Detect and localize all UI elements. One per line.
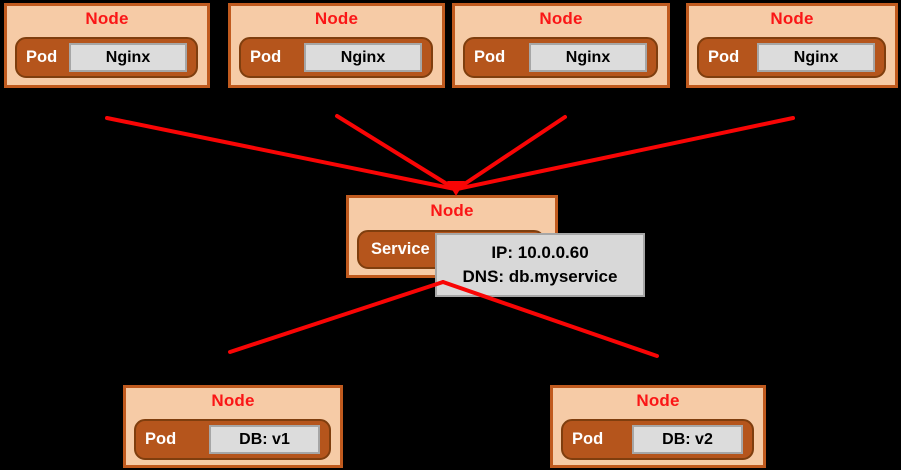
edge-nginx2-to-service [335, 114, 457, 191]
service-label: Service [371, 240, 430, 258]
pod-box: Pod DB: v1 [134, 419, 331, 460]
edge-nginx4-to-service [455, 116, 795, 191]
arrowhead-into-service-node [447, 181, 465, 196]
edge-nginx3-to-service [455, 115, 567, 191]
node-box-nginx-3: Node Pod Nginx [452, 3, 670, 88]
pod-label: Pod [572, 430, 604, 448]
pod-label: Pod [474, 48, 506, 66]
node-box-nginx-4: Node Pod Nginx [686, 3, 898, 88]
container-chip-nginx: Nginx [304, 43, 422, 72]
node-title: Node [636, 391, 680, 410]
node-title: Node [211, 391, 255, 410]
node-title: Node [85, 9, 129, 28]
pod-box: Pod Nginx [697, 37, 886, 78]
node-box-nginx-2: Node Pod Nginx [228, 3, 445, 88]
pod-box: Pod DB: v2 [561, 419, 754, 460]
edge-nginx1-to-service [105, 116, 457, 191]
edge-service-to-db-v1 [228, 280, 445, 354]
service-dns-text: DNS: db.myservice [462, 267, 618, 286]
pod-box: Pod Nginx [15, 37, 198, 78]
pod-label: Pod [250, 48, 282, 66]
ip-dns-callout: IP: 10.0.0.60 DNS: db.myservice [435, 233, 645, 297]
container-chip-nginx: Nginx [529, 43, 647, 72]
container-chip-db-v1: DB: v1 [209, 425, 320, 454]
container-chip-db-v2: DB: v2 [632, 425, 743, 454]
node-title: Node [539, 9, 583, 28]
node-box-nginx-1: Node Pod Nginx [4, 3, 210, 88]
node-box-db-v1: Node Pod DB: v1 [123, 385, 343, 468]
pod-label: Pod [145, 430, 177, 448]
pod-box: Pod Nginx [463, 37, 658, 78]
pod-label: Pod [708, 48, 740, 66]
container-chip-nginx: Nginx [757, 43, 875, 72]
container-chip-nginx: Nginx [69, 43, 187, 72]
service-ip-text: IP: 10.0.0.60 [491, 243, 589, 263]
node-box-db-v2: Node Pod DB: v2 [550, 385, 766, 468]
node-title: Node [770, 9, 814, 28]
node-title: Node [314, 9, 359, 28]
pod-label: Pod [26, 48, 58, 66]
pod-box: Pod Nginx [239, 37, 433, 78]
node-title: Node [430, 201, 474, 220]
